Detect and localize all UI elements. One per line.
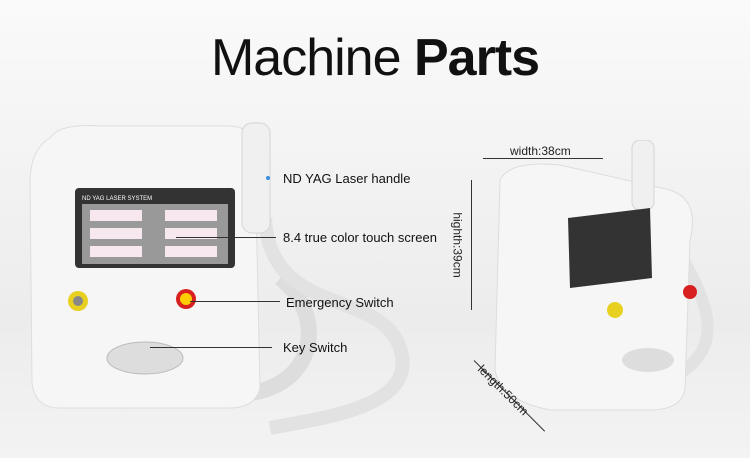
dimension-width: width:38cm: [510, 144, 571, 158]
machine-front-view: [29, 122, 410, 435]
callout-touch-screen: 8.4 true color touch screen: [283, 230, 437, 245]
screen-header: ND YAG LASER SYSTEM: [82, 196, 153, 202]
callout-line: [150, 347, 272, 348]
callout-line: [190, 301, 280, 302]
callout-key-switch: Key Switch: [283, 340, 348, 355]
pointer-dot: [266, 176, 270, 180]
callout-laser-handle: ND YAG Laser handle: [283, 171, 411, 186]
dimension-height: highth:39cm: [450, 212, 465, 278]
machine-angled-view: [494, 140, 714, 411]
height-line: [471, 180, 472, 310]
width-line: [483, 158, 603, 159]
callout-emergency-switch: Emergency Switch: [286, 295, 394, 310]
page-title: Machine Parts: [210, 29, 540, 87]
callout-line: [176, 237, 276, 238]
